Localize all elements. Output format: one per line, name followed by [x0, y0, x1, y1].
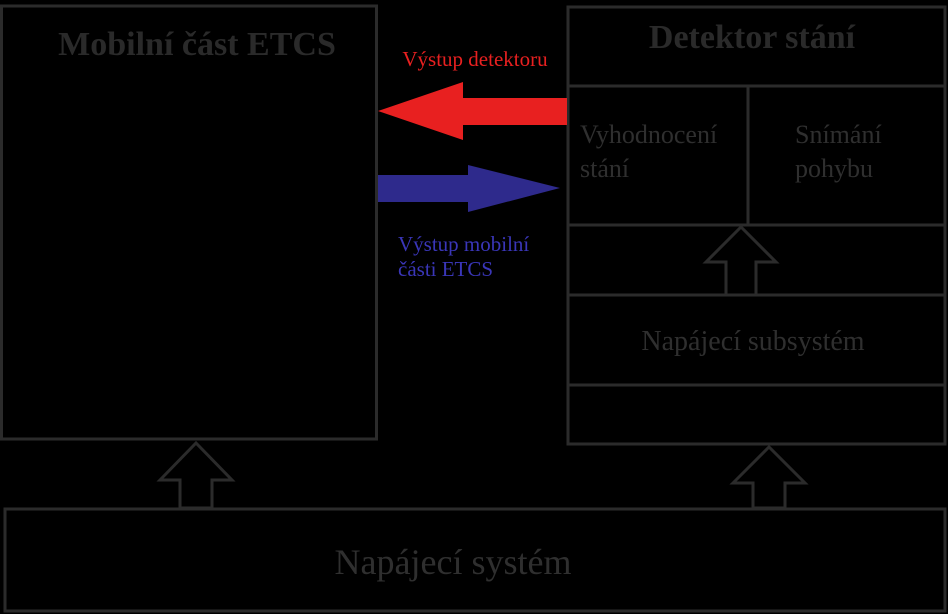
mobile-etcs-box — [0, 4, 378, 441]
mobile-etcs-title: Mobilní část ETCS — [58, 26, 336, 63]
internal-up-arrow — [702, 224, 780, 297]
detector-title: Detektor stání — [649, 19, 856, 56]
power-system-label: Napájecí systém — [335, 542, 572, 582]
evaluation-label-line-2: stání — [580, 154, 629, 183]
power-subsystem-label: Napájecí subsystém — [641, 326, 864, 357]
etcs-output-label-line-1: Výstup mobilní — [398, 232, 529, 256]
detector-output-label: Výstup detektoru — [402, 47, 548, 71]
evaluation-label-line-1: Vyhodnocení — [580, 120, 717, 149]
power-system-box — [3, 507, 947, 613]
power-to-detector-arrow — [729, 444, 809, 510]
power-to-etcs-arrow — [156, 440, 236, 510]
motion-sensing-label-line-2: pohybu — [795, 154, 873, 183]
detector-output-arrow — [378, 82, 567, 140]
etcs-output-label-line-2: části ETCS — [398, 257, 493, 281]
etcs-output-arrow — [378, 165, 560, 212]
motion-sensing-label-line-1: Snímání — [795, 120, 882, 149]
